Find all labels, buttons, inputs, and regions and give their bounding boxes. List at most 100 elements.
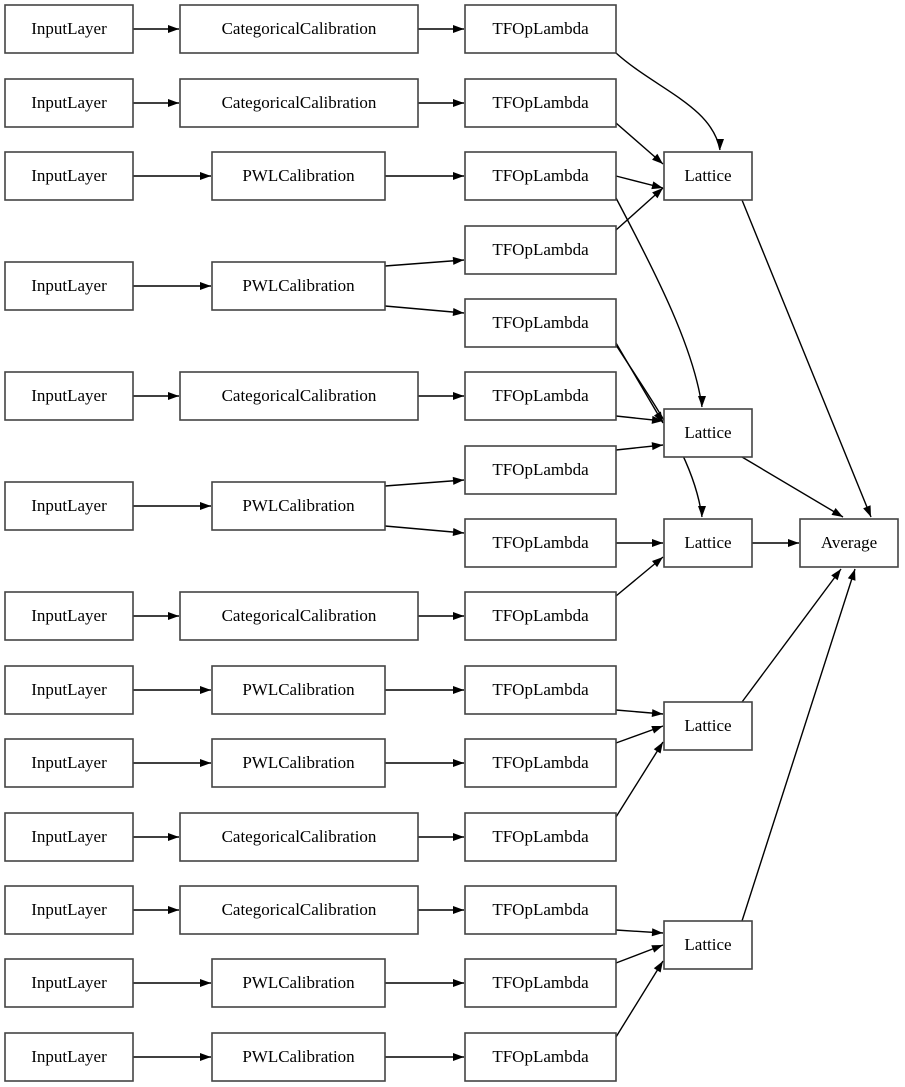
edge-cal8-to-tf10 bbox=[385, 686, 464, 694]
node-label: CategoricalCalibration bbox=[222, 900, 377, 919]
arrowhead-icon bbox=[200, 172, 211, 180]
node-box bbox=[464, 958, 617, 1008]
edge-layer bbox=[133, 25, 872, 1061]
node-lattice-lat1[interactable]: Lattice bbox=[663, 151, 753, 201]
node-box bbox=[464, 665, 617, 715]
node-inputlayer-in4[interactable]: InputLayer bbox=[4, 261, 134, 311]
arrowhead-icon bbox=[831, 569, 841, 581]
arrowhead-icon bbox=[651, 725, 663, 734]
node-label: PWLCalibration bbox=[242, 680, 355, 699]
arrowhead-icon bbox=[653, 961, 663, 973]
arrowhead-icon bbox=[651, 181, 663, 190]
edge-tf3-to-lat2 bbox=[615, 197, 706, 408]
edge-tf3-to-lat1 bbox=[615, 175, 664, 190]
node-pwlcalibration-cal8[interactable]: PWLCalibration bbox=[211, 665, 386, 715]
node-tfoplambda-tf2[interactable]: TFOpLambda bbox=[464, 78, 617, 128]
node-categoricalcalibration-cal1[interactable]: CategoricalCalibration bbox=[179, 4, 419, 54]
node-pwlcalibration-cal6[interactable]: PWLCalibration bbox=[211, 481, 386, 531]
node-tfoplambda-tf15[interactable]: TFOpLambda bbox=[464, 1032, 617, 1082]
edge-cal11-to-tf13 bbox=[418, 906, 464, 914]
node-label: PWLCalibration bbox=[242, 1047, 355, 1066]
node-label: TFOpLambda bbox=[492, 1047, 589, 1066]
node-inputlayer-in8[interactable]: InputLayer bbox=[4, 665, 134, 715]
node-tfoplambda-tf10[interactable]: TFOpLambda bbox=[464, 665, 617, 715]
node-lattice-lat5[interactable]: Lattice bbox=[663, 920, 753, 970]
edge-cal4-to-tf4 bbox=[384, 256, 465, 267]
node-inputlayer-in5[interactable]: InputLayer bbox=[4, 371, 134, 421]
node-categoricalcalibration-cal2[interactable]: CategoricalCalibration bbox=[179, 78, 419, 128]
node-inputlayer-in11[interactable]: InputLayer bbox=[4, 885, 134, 935]
arrowhead-icon bbox=[200, 979, 211, 987]
node-tfoplambda-tf8[interactable]: TFOpLambda bbox=[464, 518, 617, 568]
node-tfoplambda-tf3[interactable]: TFOpLambda bbox=[464, 151, 617, 201]
edge-cal7-to-tf9 bbox=[418, 612, 464, 620]
node-tfoplambda-tf7[interactable]: TFOpLambda bbox=[464, 445, 617, 495]
arrowhead-icon bbox=[788, 539, 799, 547]
node-tfoplambda-tf12[interactable]: TFOpLambda bbox=[464, 812, 617, 862]
node-tfoplambda-tf1[interactable]: TFOpLambda bbox=[464, 4, 617, 54]
edge-tf11-to-lat4 bbox=[615, 725, 664, 744]
node-label: TFOpLambda bbox=[492, 386, 589, 405]
node-label: TFOpLambda bbox=[492, 460, 589, 479]
node-tfoplambda-tf11[interactable]: TFOpLambda bbox=[464, 738, 617, 788]
edge-line bbox=[741, 568, 842, 703]
edge-in12-to-cal12 bbox=[133, 979, 211, 987]
node-pwlcalibration-cal4[interactable]: PWLCalibration bbox=[211, 261, 386, 311]
node-categoricalcalibration-cal5[interactable]: CategoricalCalibration bbox=[179, 371, 419, 421]
node-pwlcalibration-cal13[interactable]: PWLCalibration bbox=[211, 1032, 386, 1082]
node-lattice-lat2[interactable]: Lattice bbox=[663, 408, 753, 458]
node-categoricalcalibration-cal10[interactable]: CategoricalCalibration bbox=[179, 812, 419, 862]
node-tfoplambda-tf9[interactable]: TFOpLambda bbox=[464, 591, 617, 641]
node-average-avg[interactable]: Average bbox=[799, 518, 899, 568]
node-label: InputLayer bbox=[31, 1047, 107, 1066]
node-box bbox=[179, 885, 419, 935]
edge-lat4-to-avg bbox=[741, 568, 842, 703]
arrowhead-icon bbox=[200, 282, 211, 290]
edge-cal2-to-tf2 bbox=[418, 99, 464, 107]
node-box bbox=[211, 1032, 386, 1082]
arrowhead-icon bbox=[831, 507, 843, 517]
edge-lat3-to-avg bbox=[752, 539, 799, 547]
node-inputlayer-in12[interactable]: InputLayer bbox=[4, 958, 134, 1008]
node-tfoplambda-tf5[interactable]: TFOpLambda bbox=[464, 298, 617, 348]
node-tfoplambda-tf6[interactable]: TFOpLambda bbox=[464, 371, 617, 421]
node-inputlayer-in10[interactable]: InputLayer bbox=[4, 812, 134, 862]
arrowhead-icon bbox=[453, 25, 464, 33]
edge-cal10-to-tf12 bbox=[418, 833, 464, 841]
edge-line bbox=[741, 568, 856, 922]
node-box bbox=[663, 408, 753, 458]
node-tfoplambda-tf4[interactable]: TFOpLambda bbox=[464, 225, 617, 275]
node-pwlcalibration-cal3[interactable]: PWLCalibration bbox=[211, 151, 386, 201]
node-tfoplambda-tf13[interactable]: TFOpLambda bbox=[464, 885, 617, 935]
node-box bbox=[4, 665, 134, 715]
node-inputlayer-in2[interactable]: InputLayer bbox=[4, 78, 134, 128]
node-inputlayer-in13[interactable]: InputLayer bbox=[4, 1032, 134, 1082]
node-inputlayer-in9[interactable]: InputLayer bbox=[4, 738, 134, 788]
edge-tf10-to-lat4 bbox=[615, 709, 664, 718]
node-categoricalcalibration-cal11[interactable]: CategoricalCalibration bbox=[179, 885, 419, 935]
node-inputlayer-in7[interactable]: InputLayer bbox=[4, 591, 134, 641]
edge-in6-to-cal6 bbox=[133, 502, 211, 510]
arrowhead-icon bbox=[168, 612, 179, 620]
node-tfoplambda-tf14[interactable]: TFOpLambda bbox=[464, 958, 617, 1008]
node-categoricalcalibration-cal7[interactable]: CategoricalCalibration bbox=[179, 591, 419, 641]
node-box bbox=[4, 481, 134, 531]
arrowhead-icon bbox=[452, 308, 464, 317]
node-inputlayer-in1[interactable]: InputLayer bbox=[4, 4, 134, 54]
node-inputlayer-in3[interactable]: InputLayer bbox=[4, 151, 134, 201]
edge-in8-to-cal8 bbox=[133, 686, 211, 694]
node-pwlcalibration-cal12[interactable]: PWLCalibration bbox=[211, 958, 386, 1008]
node-lattice-lat4[interactable]: Lattice bbox=[663, 701, 753, 751]
node-pwlcalibration-cal9[interactable]: PWLCalibration bbox=[211, 738, 386, 788]
node-lattice-lat3[interactable]: Lattice bbox=[663, 518, 753, 568]
arrowhead-icon bbox=[453, 612, 464, 620]
node-box bbox=[464, 445, 617, 495]
arrowhead-icon bbox=[200, 502, 211, 510]
edge-line bbox=[615, 960, 664, 1038]
node-inputlayer-in6[interactable]: InputLayer bbox=[4, 481, 134, 531]
edge-lat1-to-avg bbox=[741, 199, 872, 518]
edge-line bbox=[741, 456, 844, 518]
node-box bbox=[464, 151, 617, 201]
edge-cal13-to-tf15 bbox=[385, 1053, 464, 1061]
edge-in4-to-cal4 bbox=[133, 282, 211, 290]
